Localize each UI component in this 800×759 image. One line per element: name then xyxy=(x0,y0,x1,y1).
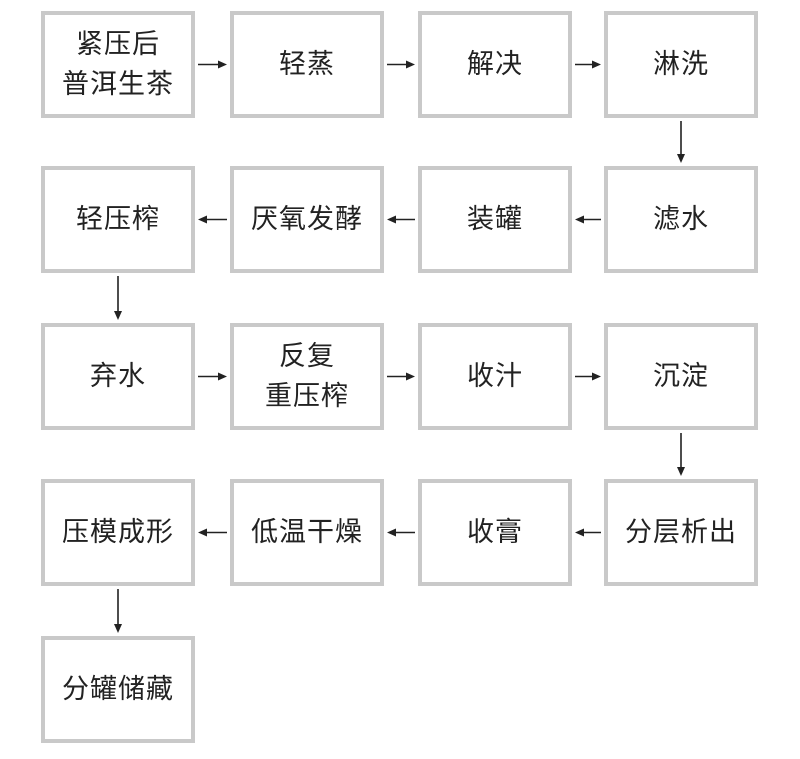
step-box-7: 厌氧发酵 xyxy=(230,166,384,273)
step-label-17: 分罐储藏 xyxy=(62,673,174,705)
step-box-2: 轻蒸 xyxy=(230,11,384,118)
step-box-4: 淋洗 xyxy=(604,11,758,118)
flow-arrow xyxy=(198,372,227,381)
flow-arrowhead xyxy=(218,60,227,69)
step-label-14: 收膏 xyxy=(467,516,523,548)
flow-arrow xyxy=(114,589,122,633)
step-box-8: 轻压榨 xyxy=(41,166,195,273)
flow-arrow xyxy=(575,528,601,537)
flow-arrowhead xyxy=(592,60,601,69)
step-label-10: 反复 重压榨 xyxy=(265,340,349,412)
flow-arrow xyxy=(387,528,415,537)
step-label-6: 装罐 xyxy=(467,203,523,235)
flow-arrowhead xyxy=(114,624,122,633)
step-label-13: 分层析出 xyxy=(625,516,737,548)
step-box-1: 紧压后 普洱生茶 xyxy=(41,11,195,118)
step-label-8: 轻压榨 xyxy=(76,203,160,235)
step-label-3: 解决 xyxy=(467,48,523,80)
step-box-10: 反复 重压榨 xyxy=(230,323,384,430)
flow-arrow xyxy=(198,215,227,224)
flow-arrow xyxy=(575,60,601,69)
step-label-16: 压模成形 xyxy=(62,516,174,548)
flow-arrowhead xyxy=(592,372,601,381)
flow-arrowhead xyxy=(575,215,584,224)
flow-arrowhead xyxy=(198,215,207,224)
step-label-11: 收汁 xyxy=(467,360,523,392)
flow-arrowhead xyxy=(406,60,415,69)
flow-arrow xyxy=(677,121,685,163)
step-label-15: 低温干燥 xyxy=(251,516,363,548)
flow-arrowhead xyxy=(406,372,415,381)
step-box-14: 收膏 xyxy=(418,479,572,586)
step-box-6: 装罐 xyxy=(418,166,572,273)
flow-arrow xyxy=(114,276,122,320)
step-label-9: 弃水 xyxy=(90,360,146,392)
flow-arrow xyxy=(575,372,601,381)
step-box-16: 压模成形 xyxy=(41,479,195,586)
flow-arrowhead xyxy=(677,467,685,476)
step-label-12: 沉淀 xyxy=(653,360,709,392)
step-box-15: 低温干燥 xyxy=(230,479,384,586)
flow-arrowhead xyxy=(387,215,396,224)
flow-arrowhead xyxy=(677,154,685,163)
flow-arrow xyxy=(387,372,415,381)
flow-arrow xyxy=(387,215,415,224)
step-label-1: 紧压后 普洱生茶 xyxy=(62,28,174,100)
step-label-5: 滤水 xyxy=(653,203,709,235)
flow-arrow xyxy=(198,528,227,537)
step-label-7: 厌氧发酵 xyxy=(251,203,363,235)
flow-arrow xyxy=(198,60,227,69)
flow-arrowhead xyxy=(198,528,207,537)
flow-arrowhead xyxy=(114,311,122,320)
step-label-2: 轻蒸 xyxy=(279,48,335,80)
step-box-13: 分层析出 xyxy=(604,479,758,586)
flow-arrow xyxy=(677,433,685,476)
step-label-4: 淋洗 xyxy=(653,48,709,80)
flow-arrowhead xyxy=(575,528,584,537)
step-box-9: 弃水 xyxy=(41,323,195,430)
flow-arrowhead xyxy=(387,528,396,537)
step-box-5: 滤水 xyxy=(604,166,758,273)
flow-arrow xyxy=(575,215,601,224)
step-box-12: 沉淀 xyxy=(604,323,758,430)
flow-arrowhead xyxy=(218,372,227,381)
step-box-11: 收汁 xyxy=(418,323,572,430)
step-box-3: 解决 xyxy=(418,11,572,118)
step-box-17: 分罐储藏 xyxy=(41,636,195,743)
flow-arrow xyxy=(387,60,415,69)
